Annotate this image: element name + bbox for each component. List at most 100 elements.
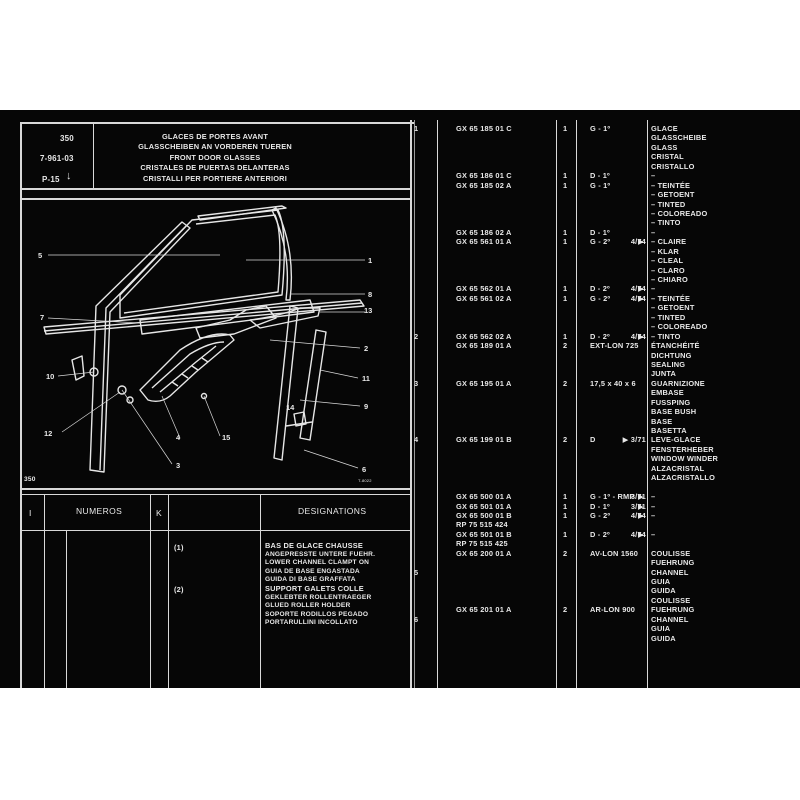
- parts-catalog-sheet: 350 7-961-03 P-15 ↓ GLACES DE PORTES AVA…: [0, 110, 800, 688]
- parts-cell: 4/74: [630, 237, 646, 247]
- parts-cell: GX 65 562 02 A: [456, 331, 512, 341]
- parts-cell: D: [590, 435, 596, 445]
- parts-cell: –: [651, 510, 656, 520]
- parts-cell: 2: [563, 378, 568, 388]
- parts-cell: [456, 152, 512, 161]
- parts-cell: GX 65 501 01 A: [456, 501, 512, 511]
- parts-cell: ▶: [638, 510, 644, 520]
- parts-cell: 17,5 x 40 x 6: [590, 378, 636, 388]
- parts-cell: – CLAIRE: [651, 237, 687, 247]
- parts-cell: D - 2º: [590, 284, 610, 294]
- parts-cell: [414, 577, 418, 586]
- parts-cell: AV-LON 1560: [590, 548, 639, 558]
- callout-1: 1: [368, 256, 372, 265]
- parts-cell: G - 2º: [590, 237, 611, 247]
- parts-cell: CRISTALLO: [651, 161, 695, 171]
- parts-cell: [638, 379, 644, 388]
- callout-15: 15: [222, 433, 230, 442]
- parts-cell: [638, 218, 644, 227]
- parts-cell: GLASS: [651, 142, 678, 152]
- parts-cell: 4/74: [630, 529, 646, 539]
- parts-cell: [638, 181, 644, 190]
- parts-cell: – KLAR: [651, 246, 679, 256]
- parts-cell: [563, 426, 567, 435]
- parts-cell: [414, 605, 418, 614]
- callout-10: 10: [46, 372, 54, 381]
- desc-line: BAS DE GLACE CHAUSSE: [265, 541, 364, 550]
- parts-cell: GUARNIZIONE: [651, 378, 705, 388]
- parts-cell: [563, 190, 567, 199]
- parts-cell: [638, 171, 644, 180]
- callout-12: 12: [44, 429, 52, 438]
- parts-cell: [456, 303, 512, 312]
- diagram-bottom: [20, 488, 412, 490]
- parts-cell: [563, 445, 567, 454]
- parts-cell: [456, 473, 512, 482]
- parts-cell: GX 65 501 01 B: [456, 529, 512, 539]
- right-col-spec: [647, 120, 648, 688]
- parts-cell: GX 65 186 01 C: [456, 171, 512, 181]
- parts-cell: [563, 152, 567, 161]
- parts-cell: 4/74: [630, 284, 646, 294]
- parts-cell: [414, 360, 418, 369]
- parts-cell: G - 2º: [590, 510, 611, 520]
- parts-cell: [414, 492, 418, 501]
- parts-cell: 1: [563, 492, 568, 502]
- parts-cell: [638, 586, 644, 595]
- parts-cell: [651, 539, 718, 548]
- parts-cell: GX 65 185 02 A: [456, 180, 512, 190]
- parts-cell: [638, 577, 644, 586]
- desc-line: LOWER CHANNEL CLAMPT ON: [265, 559, 370, 567]
- parts-cell: 4: [414, 435, 419, 445]
- frame-divider-main: [410, 120, 412, 688]
- parts-cell: [456, 483, 512, 492]
- parts-cell: FUEHRUNG: [651, 558, 695, 568]
- parts-cell: AR-LON 900: [590, 605, 636, 615]
- parts-cell: D - 1º: [590, 227, 610, 237]
- parts-cell: [638, 152, 644, 161]
- parts-cell: [414, 511, 418, 520]
- parts-cell: [563, 303, 567, 312]
- parts-cell: [414, 294, 418, 303]
- right-col-qty: [576, 120, 577, 688]
- parts-cell: 5: [414, 567, 419, 577]
- parts-cell: [414, 152, 418, 161]
- parts-cell: [456, 209, 512, 218]
- parts-cell: [414, 426, 418, 435]
- parts-cell: [414, 200, 418, 209]
- parts-cell: GUIDA: [651, 586, 676, 596]
- parts-cell: [638, 520, 644, 529]
- parts-cell: BASE: [651, 416, 673, 426]
- parts-cell: [456, 407, 512, 416]
- parts-cell: [638, 483, 644, 492]
- parts-cell: [456, 558, 512, 567]
- parts-cell: [563, 388, 567, 397]
- note-2: (2): [174, 585, 184, 594]
- parts-cell: GUIA: [651, 577, 671, 586]
- parts-cell: [414, 539, 418, 548]
- parts-cell: ▶: [638, 293, 644, 303]
- parts-cell: – TINTED: [651, 312, 686, 322]
- parts-cell: [638, 407, 644, 416]
- parts-cell: [563, 568, 567, 577]
- parts-cell: [414, 218, 418, 227]
- title-block-divider: [93, 122, 94, 188]
- parts-cell: [414, 398, 418, 407]
- parts-cell: –: [651, 492, 656, 502]
- parts-cell: [563, 369, 567, 378]
- parts-cell: –: [651, 284, 656, 294]
- parts-cell: GX 65 200 01 A: [456, 548, 512, 558]
- parts-cell: [414, 284, 418, 293]
- desc-line: GUIA DE BASE ENGASTADA: [265, 567, 360, 575]
- parts-cell: [563, 558, 567, 567]
- parts-cell: 4/74: [630, 331, 646, 341]
- table-col-1: [44, 494, 45, 688]
- callout-4: 4: [176, 433, 181, 442]
- parts-cell: [638, 464, 644, 473]
- parts-cell: GX 65 562 01 A: [456, 284, 512, 294]
- parts-cell: [456, 133, 512, 142]
- parts-cell: – COLOREADO: [651, 322, 708, 332]
- diagram-code: 350: [24, 476, 36, 483]
- parts-cell: [456, 266, 512, 275]
